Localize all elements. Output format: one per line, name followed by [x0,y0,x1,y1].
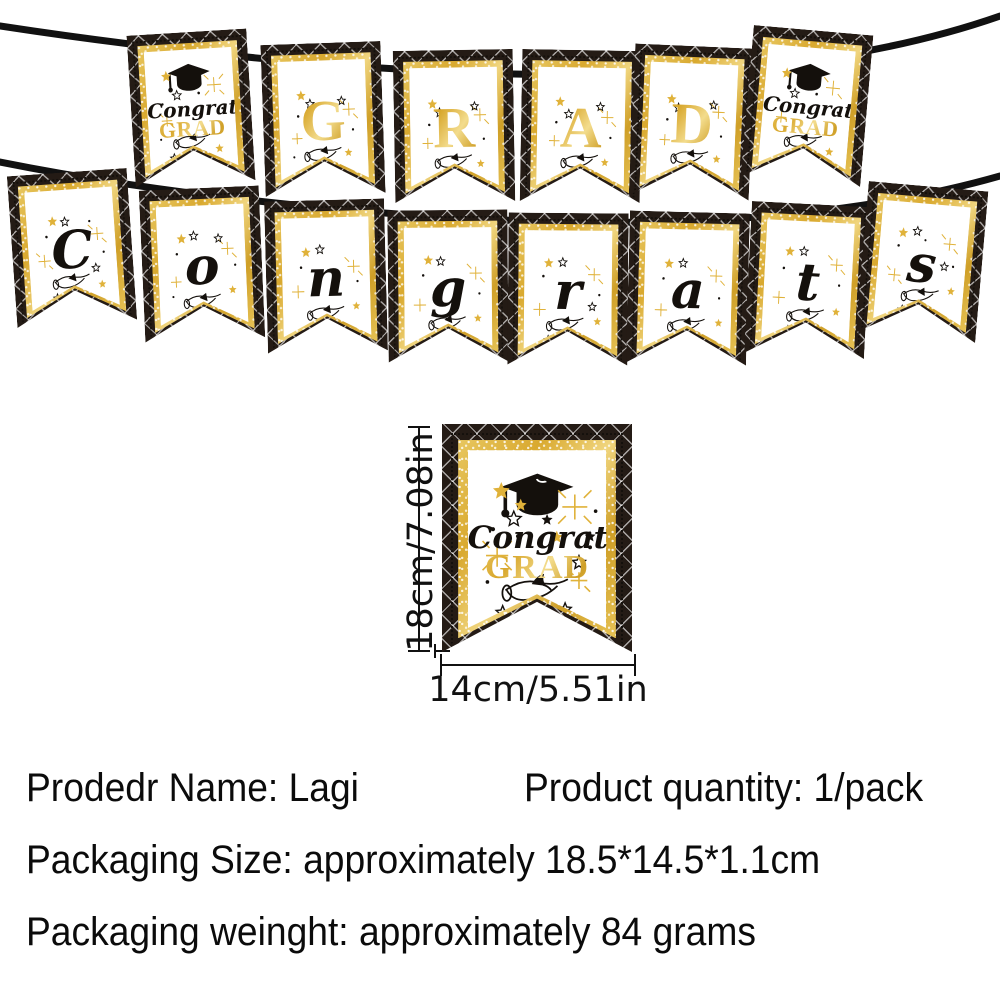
star-icon [301,246,360,311]
star-icon [161,68,224,156]
star-icon [663,258,724,327]
pennant-motifs [409,67,499,187]
sample-pennant: Congrats GRAD [442,424,632,652]
pennant-bottom-3: n [264,198,388,353]
pennant-bottom-5: r [507,212,628,365]
dimension-label-width: 14cm/5.51in [428,670,648,710]
star-icon [894,227,960,296]
pennant-top-1: Congrats GRAD [126,28,255,187]
starburst-icon [776,74,844,128]
dimension-cap-bottom [408,650,430,652]
starburst-icon [35,224,109,271]
starburst-icon [158,74,227,129]
pennant-motifs [536,67,626,187]
dimension-diagram: 18cm/7.08in 14cm/5.51in [378,412,688,710]
pennant-motifs [643,228,734,349]
diploma-scroll-icon [308,306,345,321]
dimension-cap-top [408,426,430,428]
packaging-weight-text: Packaging weinght: approximately 84 gram… [26,909,756,954]
diploma-scroll-icon [53,274,91,290]
diploma-scroll-icon [173,134,211,150]
pennant-motifs [758,44,856,170]
diploma-scroll-icon [561,154,598,169]
dimension-line-vertical [418,426,420,652]
pennant-bottom-2: o [139,185,266,342]
pennant-motifs [646,62,739,184]
pennant-bottom-8: s [856,181,989,343]
pennant-motifs [144,47,239,171]
star-icon [48,213,107,291]
pennant-bottom-7: t [744,201,872,359]
banner-photo-area: Congrats GRAD [0,0,1000,400]
dimension-label-height: 18cm/7.08in [401,432,441,652]
pennant-top-2: G [260,41,385,197]
star-icon [424,255,482,323]
pennant-motifs [524,230,613,349]
star-icon [555,97,610,167]
star-icon [665,94,724,164]
star-icon [782,246,843,316]
dimension-line-horizontal [440,664,636,666]
pennant-top-6: Congrats GRAD [741,25,874,187]
product-info-block: Prodedr Name: Lagi Product quantity: 1/p… [0,752,1000,968]
starburst-icon [773,253,847,308]
star-icon [296,89,352,158]
info-row-1: Prodedr Name: Lagi Product quantity: 1/p… [0,752,1000,824]
star-icon [492,482,563,543]
diploma-scroll-icon [671,150,708,165]
product-quantity-text: Product quantity: 1/pack [524,765,924,810]
pennant-bottom-6: a [626,210,750,365]
dimension-cap-right [634,654,636,676]
producer-name-text: Prodedr Name: Lagi [26,765,359,810]
pennant-top-3: R [393,49,516,203]
dimension-tick-corner-stem [434,644,436,658]
star-icon [544,258,602,326]
star-icon [775,67,840,156]
dimension-cap-left [440,654,442,676]
star-icon [428,98,485,168]
starburst-icon [549,108,616,148]
info-row-3: Packaging weinght: approximately 84 gram… [0,896,1000,968]
pennant-top-4: A [520,49,643,203]
star-icon [177,232,237,296]
pennant-top-5: D [629,43,756,200]
pennant-bottom-1: C [7,168,137,328]
info-row-2: Packaging Size: approximately 18.5*14.5*… [0,824,1000,896]
starburst-icon [655,266,726,319]
packaging-size-text: Packaging Size: approximately 18.5*14.5*… [26,837,821,882]
pennant-bottom-4: g [387,209,508,362]
